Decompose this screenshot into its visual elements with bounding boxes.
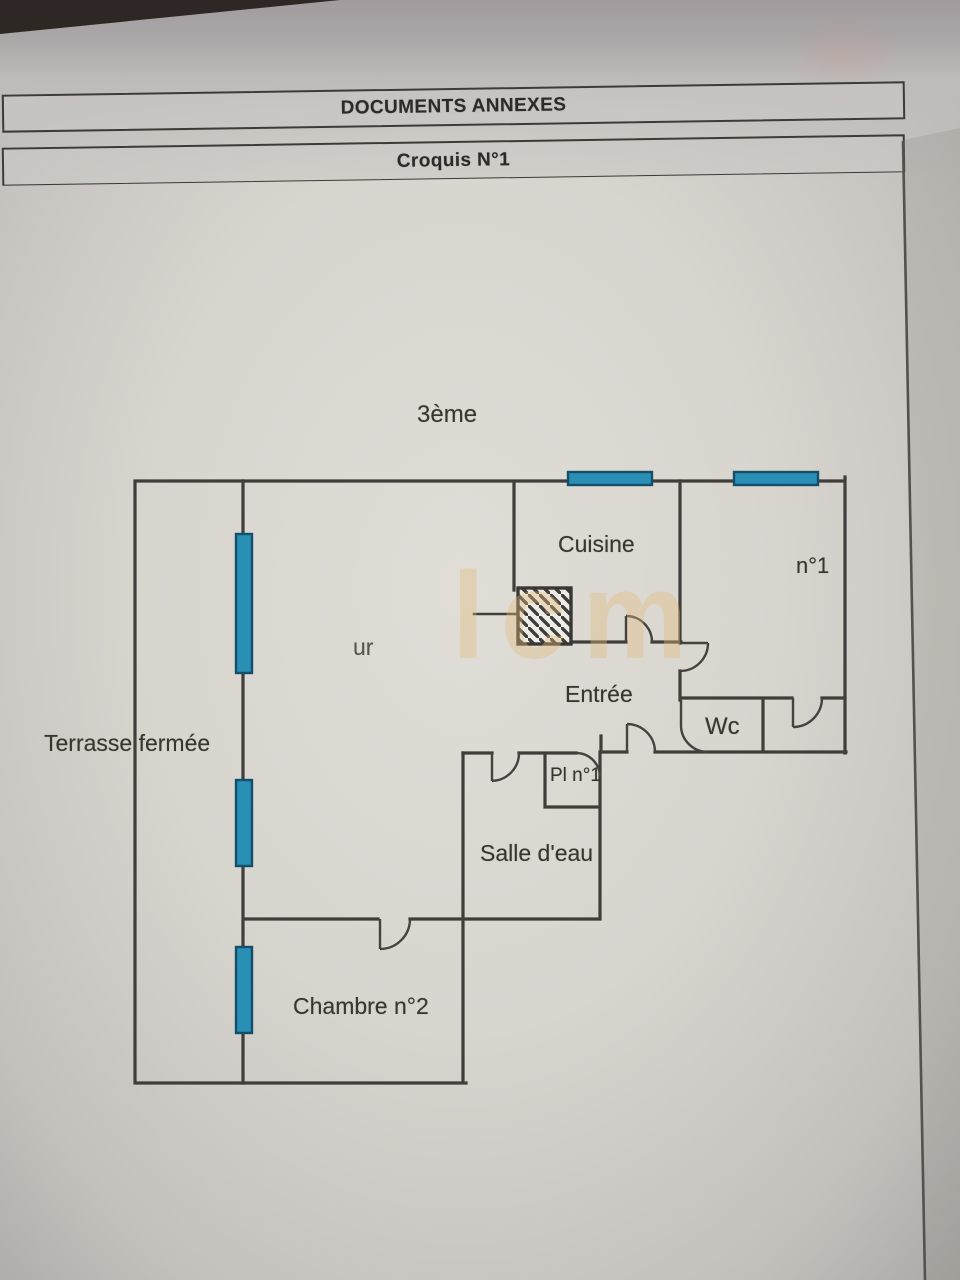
door-chambre1-closet (791, 697, 824, 729)
label-sejour-partial: ur (353, 634, 374, 660)
page-edge-shadow (903, 128, 960, 1280)
window-chambre2-terrasse (234, 945, 254, 1035)
door-entree-couloir (625, 722, 657, 753)
windows-group (234, 470, 820, 1035)
door-chambre2 (378, 918, 412, 951)
window-sejour-terrasse (234, 532, 254, 675)
label-wc: Wc (705, 713, 740, 740)
label-floor-3eme: 3ème (417, 401, 478, 428)
window-chambre1-top (732, 470, 820, 487)
page-right-edge-line (901, 140, 927, 1280)
door-wc (679, 700, 709, 754)
door-salle-deau (490, 752, 521, 783)
flue-hatched-box (516, 586, 573, 646)
watermark-text: lcm (452, 546, 704, 686)
label-salle-deau: Salle d'eau (480, 840, 594, 866)
label-entree: Entrée (565, 681, 633, 707)
paper-smudge (790, 18, 900, 88)
door-cuisine (624, 614, 654, 643)
label-placard: Pl n°1 (550, 765, 601, 786)
label-chambre2: Chambre n°2 (293, 993, 429, 1019)
doors-group (378, 614, 824, 951)
door-placard (575, 751, 602, 778)
label-terrasse: Terrasse fermée (44, 730, 211, 756)
window-terrasse-mid (234, 778, 254, 868)
door-chambre1 (679, 641, 710, 673)
label-chambre1: n°1 (796, 553, 830, 578)
window-cuisine-top (566, 470, 654, 487)
outer-walls (133, 475, 847, 1085)
label-cuisine: Cuisine (558, 531, 635, 557)
